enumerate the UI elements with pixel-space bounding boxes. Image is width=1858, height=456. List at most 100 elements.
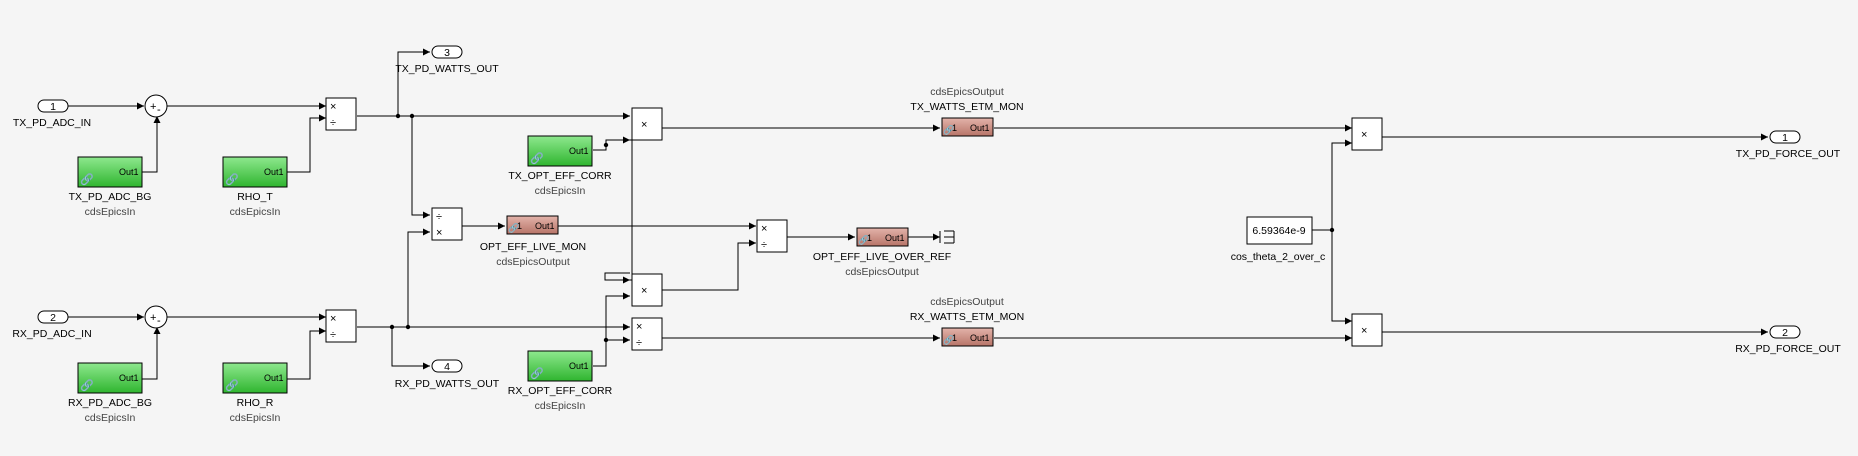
inport-tx[interactable]: 1 TX_PD_ADC_IN <box>13 99 91 129</box>
divide-block-rx[interactable]: × ÷ <box>325 309 357 343</box>
epics-in-tx-pd-adc-bg[interactable]: 🔗 Out1 TX_PD_ADC_BG cdsEpicsIn <box>69 156 152 218</box>
svg-text:TX_PD_WATTS_OUT: TX_PD_WATTS_OUT <box>395 63 499 75</box>
svg-text:OPT_EFF_LIVE_OVER_REF: OPT_EFF_LIVE_OVER_REF <box>813 251 951 263</box>
svg-text:Out1: Out1 <box>569 361 589 371</box>
outport-tx-force[interactable]: 1 TX_PD_FORCE_OUT <box>1736 130 1841 160</box>
svg-text:cdsEpicsIn: cdsEpicsIn <box>230 412 281 424</box>
svg-text:1: 1 <box>867 233 872 243</box>
inport-tx-name: TX_PD_ADC_IN <box>13 117 91 129</box>
svg-text:cdsEpicsIn: cdsEpicsIn <box>85 412 136 424</box>
svg-text:RX_WATTS_ETM_MON: RX_WATTS_ETM_MON <box>910 311 1024 323</box>
svg-text:Out1: Out1 <box>970 123 990 133</box>
inport-rx-number: 2 <box>50 312 56 324</box>
sum-block-tx[interactable]: + - <box>144 94 168 118</box>
epics-in-tx-opt-eff-corr[interactable]: 🔗 Out1 TX_OPT_EFF_CORR cdsEpicsIn <box>508 135 612 197</box>
svg-text:1: 1 <box>1782 132 1788 144</box>
svg-text:×: × <box>641 285 647 297</box>
multiply-block-rx-force[interactable]: × <box>1351 313 1383 347</box>
svg-text:÷: ÷ <box>436 211 442 223</box>
svg-text:Out1: Out1 <box>264 167 284 177</box>
link-icon: 🔗 <box>508 222 519 234</box>
svg-text:cdsEpicsOutput: cdsEpicsOutput <box>496 256 570 268</box>
svg-text:TX_PD_FORCE_OUT: TX_PD_FORCE_OUT <box>1736 148 1841 160</box>
svg-text:RHO_R: RHO_R <box>237 397 274 409</box>
epics-out-rx-watts-etm-mon[interactable]: cdsEpicsOutput RX_WATTS_ETM_MON 🔗 1 Out1 <box>910 296 1024 347</box>
svg-text:Out1: Out1 <box>119 167 139 177</box>
svg-text:+: + <box>150 312 156 324</box>
svg-text:÷: ÷ <box>330 117 336 129</box>
link-icon: 🔗 <box>858 234 869 246</box>
epics-out-opt-eff-live-mon[interactable]: 🔗 1 Out1 OPT_EFF_LIVE_MON cdsEpicsOutput <box>480 215 586 268</box>
svg-text:2: 2 <box>1782 327 1788 339</box>
svg-text:3: 3 <box>444 47 450 59</box>
sum-block-rx[interactable]: + - <box>144 305 168 329</box>
svg-text:×: × <box>641 119 647 131</box>
link-icon: 🔗 <box>943 124 954 136</box>
inport-tx-number: 1 <box>50 101 56 113</box>
svg-text:×: × <box>636 321 642 333</box>
svg-text:Out1: Out1 <box>264 373 284 383</box>
divide-block-live-over-ref[interactable]: × ÷ <box>756 219 788 253</box>
svg-text:RX_PD_ADC_BG: RX_PD_ADC_BG <box>68 397 152 409</box>
svg-text:cdsEpicsIn: cdsEpicsIn <box>85 206 136 218</box>
svg-text:TX_OPT_EFF_CORR: TX_OPT_EFF_CORR <box>508 170 612 182</box>
svg-text:÷: ÷ <box>330 329 336 341</box>
svg-text:cdsEpicsIn: cdsEpicsIn <box>230 206 281 218</box>
svg-text:Out1: Out1 <box>970 333 990 343</box>
svg-text:-: - <box>157 104 161 116</box>
epics-in-rho-r[interactable]: 🔗 Out1 RHO_R cdsEpicsIn <box>222 362 288 424</box>
outport-rx-force[interactable]: 2 RX_PD_FORCE_OUT <box>1735 325 1841 355</box>
svg-text:1: 1 <box>517 221 522 231</box>
svg-text:-: - <box>157 315 161 327</box>
svg-text:×: × <box>436 227 442 239</box>
svg-text:cdsEpicsIn: cdsEpicsIn <box>535 400 586 412</box>
svg-text:cdsEpicsIn: cdsEpicsIn <box>535 185 586 197</box>
link-icon: 🔗 <box>80 172 94 186</box>
svg-text:RHO_T: RHO_T <box>237 191 273 203</box>
multiply-block-tx-force[interactable]: × <box>1351 117 1383 151</box>
inport-rx-name: RX_PD_ADC_IN <box>12 328 91 340</box>
svg-text:×: × <box>330 101 336 113</box>
svg-text:TX_WATTS_ETM_MON: TX_WATTS_ETM_MON <box>910 101 1023 113</box>
svg-text:Out1: Out1 <box>569 146 589 156</box>
svg-text:×: × <box>1361 129 1367 141</box>
svg-text:RX_PD_FORCE_OUT: RX_PD_FORCE_OUT <box>1735 343 1841 355</box>
svg-text:×: × <box>761 223 767 235</box>
divide-block-rx-corr[interactable]: × ÷ <box>631 317 663 351</box>
svg-text:cdsEpicsOutput: cdsEpicsOutput <box>930 296 1004 308</box>
inport-rx[interactable]: 2 RX_PD_ADC_IN <box>12 310 92 340</box>
svg-text:Out1: Out1 <box>885 233 905 243</box>
epics-in-rx-opt-eff-corr[interactable]: 🔗 Out1 RX_OPT_EFF_CORR cdsEpicsIn <box>508 350 613 412</box>
svg-text:1: 1 <box>952 123 957 133</box>
link-icon: 🔗 <box>80 378 94 392</box>
svg-text:OPT_EFF_LIVE_MON: OPT_EFF_LIVE_MON <box>480 241 586 253</box>
svg-text:Out1: Out1 <box>535 221 555 231</box>
epics-in-rx-pd-adc-bg[interactable]: 🔗 Out1 RX_PD_ADC_BG cdsEpicsIn <box>68 362 152 424</box>
wire-junctions <box>389 113 1335 343</box>
outport-rx-watts[interactable]: 4 RX_PD_WATTS_OUT <box>395 359 500 390</box>
svg-text:4: 4 <box>444 361 450 373</box>
svg-text:+: + <box>150 101 156 113</box>
epics-out-opt-eff-live-over-ref[interactable]: 🔗 1 Out1 OPT_EFF_LIVE_OVER_REF cdsEpicsO… <box>813 227 951 278</box>
terminator-block[interactable] <box>939 230 955 244</box>
svg-text:cdsEpicsOutput: cdsEpicsOutput <box>845 266 919 278</box>
svg-text:1: 1 <box>952 333 957 343</box>
svg-text:Out1: Out1 <box>119 373 139 383</box>
multiply-block-tx[interactable]: × <box>631 107 663 141</box>
divide-block-tx[interactable]: × ÷ <box>325 97 357 131</box>
svg-text:RX_PD_WATTS_OUT: RX_PD_WATTS_OUT <box>395 378 500 390</box>
constant-block[interactable]: 6.59364e-9 cos_theta_2_over_c <box>1231 216 1326 263</box>
epics-in-rho-t[interactable]: 🔗 Out1 RHO_T cdsEpicsIn <box>222 156 288 218</box>
divide-block-opt-eff[interactable]: ÷ × <box>431 207 463 241</box>
outport-tx-watts[interactable]: 3 TX_PD_WATTS_OUT <box>395 45 499 75</box>
svg-text:RX_OPT_EFF_CORR: RX_OPT_EFF_CORR <box>508 385 613 397</box>
link-icon: 🔗 <box>225 172 239 186</box>
svg-text:÷: ÷ <box>761 239 767 251</box>
signal-wires <box>60 48 1768 380</box>
svg-text:TX_PD_ADC_BG: TX_PD_ADC_BG <box>69 191 152 203</box>
link-icon: 🔗 <box>530 366 544 380</box>
constant-value: 6.59364e-9 <box>1252 225 1305 237</box>
multiply-block-cross[interactable]: × <box>631 273 663 307</box>
epics-out-tx-watts-etm-mon[interactable]: cdsEpicsOutput TX_WATTS_ETM_MON 🔗 1 Out1 <box>910 86 1024 137</box>
